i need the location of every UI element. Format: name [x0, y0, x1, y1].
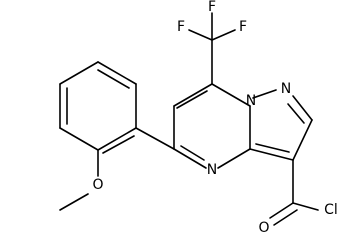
atom-f-left: F — [177, 19, 185, 35]
bond-c5-n4 — [173, 148, 207, 169]
atom-o-methoxy: O — [92, 177, 103, 193]
bond-ph4-ph5 — [59, 61, 99, 85]
bond-c7-c6-inner — [176, 90, 208, 109]
bond-cf3-f-left — [188, 29, 213, 41]
bond-n8-c7 — [211, 83, 251, 107]
bond-c5-phenyl — [135, 127, 175, 150]
atom-f-right: F — [239, 19, 247, 35]
atom-cl: Cl — [324, 202, 338, 218]
bond-ph1-ph2-inner — [102, 135, 135, 154]
bond-c7-c6 — [173, 83, 213, 107]
atom-n-pyrimidine: N — [207, 162, 217, 178]
bond-ph5-ph6 — [97, 61, 137, 85]
bond-carbonyl-cl — [292, 202, 319, 211]
bond-n1-c2-inner — [287, 103, 305, 124]
atom-f-top: F — [208, 0, 216, 15]
atom-n-pyrazole: N — [281, 81, 291, 97]
bond-cf3-f-right — [211, 29, 236, 41]
bond-n4-c3a — [217, 148, 251, 169]
atom-labels: F F F N N N O O Cl — [92, 0, 337, 236]
atom-n-bridgehead: N — [246, 93, 256, 109]
bond-c2-c3 — [292, 119, 313, 161]
bond-n1-c2 — [292, 95, 313, 121]
bond-n8-n1 — [252, 89, 277, 99]
bond-carbonyl-o-double — [273, 209, 298, 226]
bond-ph2-ph3 — [59, 127, 99, 151]
atom-o-carbonyl: O — [258, 220, 269, 236]
bond-c5-n4-inner — [180, 145, 205, 161]
bond-carbonyl-o — [269, 202, 294, 219]
bond-lines — [59, 12, 319, 226]
bond-ph1-ph2 — [97, 127, 137, 151]
bond-c3-c3a — [249, 148, 294, 161]
bond-c3-c3a-inner — [255, 143, 290, 153]
bond-o-ch3 — [59, 193, 89, 211]
bond-ph5-ph6-inner — [97, 69, 130, 89]
